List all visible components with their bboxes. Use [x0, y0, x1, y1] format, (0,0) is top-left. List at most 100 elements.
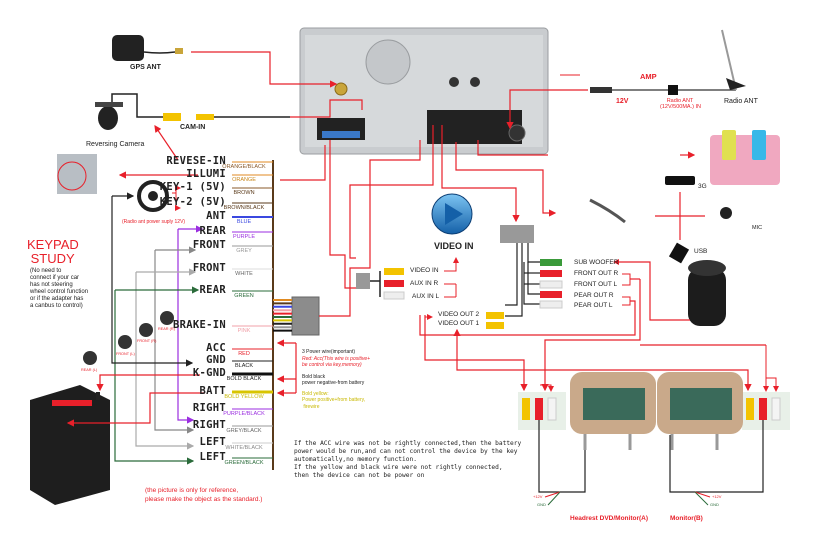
- power-wire-notes: 3 Power wire(important) Red: Acc(This wi…: [302, 349, 370, 410]
- monitor-b-label: Monitor(B): [670, 515, 703, 522]
- reversing-camera-icon: [95, 102, 123, 130]
- harness-wire-color-label: PURPLE: [232, 234, 255, 240]
- radio-ant-power-note: (Radio ant power suply 12V): [122, 219, 186, 225]
- headrest-monitor-a: [570, 372, 656, 450]
- power-notes-black-2: power negative-from battery: [302, 380, 365, 386]
- harness-pin-label: LEFT: [199, 451, 226, 463]
- speaker-rear-r-icon: [160, 311, 174, 325]
- speaker-rear-r-label: REAR (R): [158, 327, 175, 331]
- power-notes-yellow-1: Bold yellow:: [302, 390, 329, 397]
- power-notes-title: 3 Power wire(important): [302, 349, 356, 355]
- 3g-label: 3G: [698, 183, 707, 190]
- gps-antenna-label: GPS ANT: [130, 64, 161, 71]
- harness-pin-label: LEFT: [199, 436, 226, 448]
- power-notes-red-1: Red: Acc(This wire is positive+: [302, 355, 371, 362]
- harness-wire-color-label: BLUE: [236, 219, 252, 225]
- warning-line: power would be run,and can not control t…: [294, 448, 518, 455]
- keypad-title-line1: KEYPAD: [27, 237, 79, 252]
- harness-wire-color-label: PURPLE/BLACK: [223, 411, 265, 417]
- harness-wire-color-label: GREEN/BLACK: [224, 460, 264, 466]
- harness-pin-label: FRONT: [192, 239, 226, 251]
- harness-wire-color-label: GREY/BLACK: [226, 428, 262, 434]
- video-in-title: VIDEO IN: [434, 241, 474, 251]
- harness-pin-label: RIGHT: [192, 419, 226, 431]
- harness-pin-label: ANT: [206, 210, 226, 222]
- harness-pin-label: KEY-1 (5V): [159, 181, 226, 193]
- harness-wire-color-label: PINK: [237, 328, 251, 334]
- warning-line: If the yellow and black wire were not ri…: [294, 464, 503, 471]
- video-out-1-label: VIDEO OUT 1: [438, 320, 480, 327]
- harness-pin-label: K-GND: [192, 367, 226, 379]
- monitor-a-12v-label: +12V: [533, 494, 543, 499]
- av-out-block: [500, 225, 534, 243]
- harness-pin-label: GND: [206, 354, 226, 366]
- harness-connector: [291, 296, 320, 336]
- gps-antenna-icon: [112, 35, 144, 61]
- harness-wire-color-label: ORANGE: [232, 177, 256, 183]
- keypad-note-line: has not steering: [30, 282, 73, 288]
- harness-wire-color-label: BLACK: [234, 363, 254, 369]
- harness-pin-label: REVESE-IN: [166, 155, 226, 167]
- acc-warning-note: If the ACC wire was not be rightly conne…: [294, 440, 521, 480]
- harness-pin-label: REAR: [199, 284, 226, 296]
- power-notes-yellow-2: Power positive+from battery,: [302, 397, 366, 403]
- front-out-r-label: FRONT OUT R: [574, 270, 619, 277]
- speaker-front-r-label: FRONT (R): [137, 339, 157, 343]
- aux-in-l-label: AUX IN L: [412, 293, 440, 300]
- keypad-note-line: or if the adapter has: [30, 296, 84, 302]
- radio-antenna-label: Radio ANT: [724, 98, 758, 105]
- monitor-a-gnd-label: GND: [537, 502, 546, 507]
- speaker-rear-l-icon: [83, 351, 97, 365]
- warning-line: automatically,no memory function.: [294, 456, 417, 463]
- video-out-2-label: VIDEO OUT 2: [438, 311, 480, 318]
- reference-note: (the picture is only for reference, pleas…: [145, 486, 262, 504]
- reference-line: please make the object as the standard.): [145, 496, 263, 503]
- 3g-dongle-icon: [665, 176, 695, 185]
- subwoofer-icon: [688, 260, 726, 326]
- mic-label: MIC: [752, 225, 763, 231]
- radio-ant-in-label: Radio ANT(12V/500MA.) IN: [660, 98, 701, 110]
- harness-wire-color-label: WHITE: [235, 271, 253, 277]
- harness-wire-color-label: BOLD YELLOW: [224, 394, 264, 400]
- front-out-l-label: FRONT OUT L: [574, 281, 618, 288]
- amp-label: AMP: [640, 72, 657, 81]
- harness-pin-label: ILLUMI: [186, 168, 226, 180]
- monitor-b-gnd-label: GND: [710, 502, 719, 507]
- harness-pin-label: REAR: [199, 225, 226, 237]
- keypad-note-line: a canbus to control): [30, 303, 83, 309]
- radio-ant-in-line2: (12V/500MA.) IN: [660, 104, 701, 110]
- aux-in-r-label: AUX IN R: [410, 280, 439, 287]
- mic-icon: [720, 207, 732, 219]
- usb-stick-icon: [668, 242, 690, 264]
- keypad-note-line: wheel control function: [30, 289, 89, 295]
- harness-wire-color-label: RED: [238, 351, 250, 357]
- cable-icon: [589, 198, 626, 224]
- power-notes-red-2: be control via key,memory): [302, 362, 362, 368]
- rear-out-l-label: PEAR OUT L: [574, 302, 613, 309]
- 12v-label: 12V: [616, 98, 629, 105]
- monitor-a-label: Headrest DVD/Monitor(A): [570, 515, 649, 522]
- steering-wheel-icon: [137, 180, 169, 212]
- headlight-photo: [57, 154, 97, 194]
- harness-pin-label: FRONT: [192, 262, 226, 274]
- keypad-note-line: (No need to: [30, 268, 62, 274]
- av-in-block: [356, 273, 370, 289]
- reference-line: (the picture is only for reference,: [145, 487, 239, 494]
- sub-woofer-label: SUB WOOFER: [574, 259, 619, 266]
- headrest-monitor-b: [657, 372, 743, 450]
- radio-antenna-icon: [726, 78, 746, 90]
- harness-wire-color-label: GREEN: [234, 293, 254, 299]
- harness-wire-color-label: GREY: [236, 248, 252, 254]
- harness-wire-color-label: BROWN/BLACK: [223, 205, 265, 211]
- speaker-front-l-icon: [118, 335, 132, 349]
- power-notes-yellow-3: firewire: [303, 403, 320, 410]
- harness-wire-color-label: BOLD BLACK: [226, 376, 262, 382]
- harness-pin-label: BRAKE-IN: [173, 319, 226, 331]
- keypad-title-line2: STUDY: [30, 251, 75, 266]
- media-players-photo: [710, 135, 780, 185]
- harness-wire-color-label: BROWN: [233, 190, 255, 196]
- monitor-b-12v-label: +12V: [712, 494, 722, 499]
- cam-in-label: CAM-IN: [180, 124, 206, 131]
